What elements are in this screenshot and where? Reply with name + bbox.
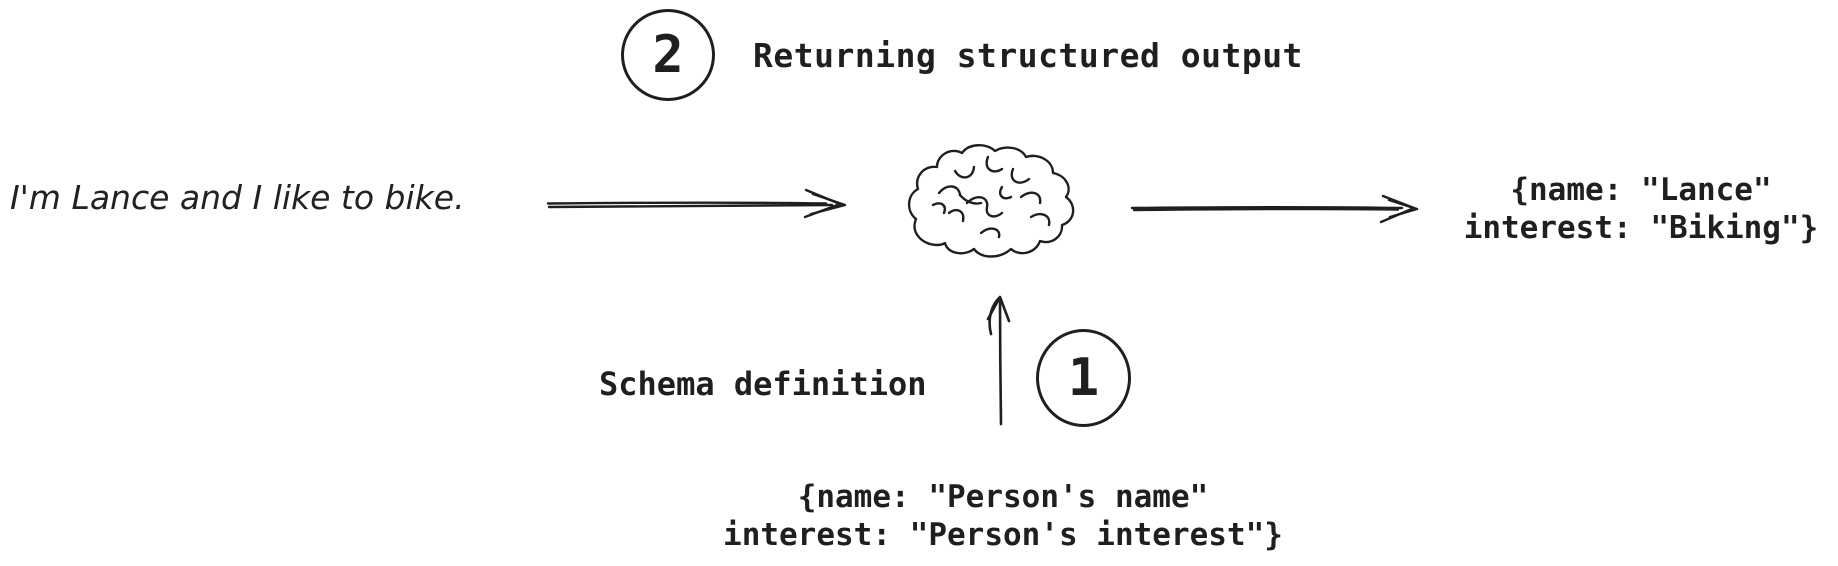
schema-code-line-1: {name: "Person's name" — [797, 479, 1209, 515]
schema-arrow-icon — [986, 295, 1011, 426]
step2-heading: Returning structured output — [753, 36, 1303, 75]
structured-output-line-1: {name: "Lance" — [1510, 172, 1772, 208]
step1-badge: 1 — [1036, 329, 1131, 427]
schema-definition-code: {name: "Person's name" interest: "Person… — [703, 478, 1303, 554]
step2-number: 2 — [652, 25, 684, 85]
output-arrow-icon — [1130, 194, 1419, 224]
schema-code-line-2: interest: "Person's interest"} — [723, 517, 1283, 553]
step2-badge: 2 — [621, 9, 715, 101]
schema-definition-label: Schema definition — [599, 365, 927, 403]
structured-output-code: {name: "Lance" interest: "Biking"} — [1444, 171, 1838, 247]
step1-number: 1 — [1067, 348, 1100, 408]
input-message-text: I'm Lance and I like to bike. — [10, 178, 465, 217]
structured-output-line-2: interest: "Biking"} — [1463, 210, 1819, 246]
input-arrow-icon — [546, 188, 847, 219]
brain-icon — [907, 144, 1075, 258]
